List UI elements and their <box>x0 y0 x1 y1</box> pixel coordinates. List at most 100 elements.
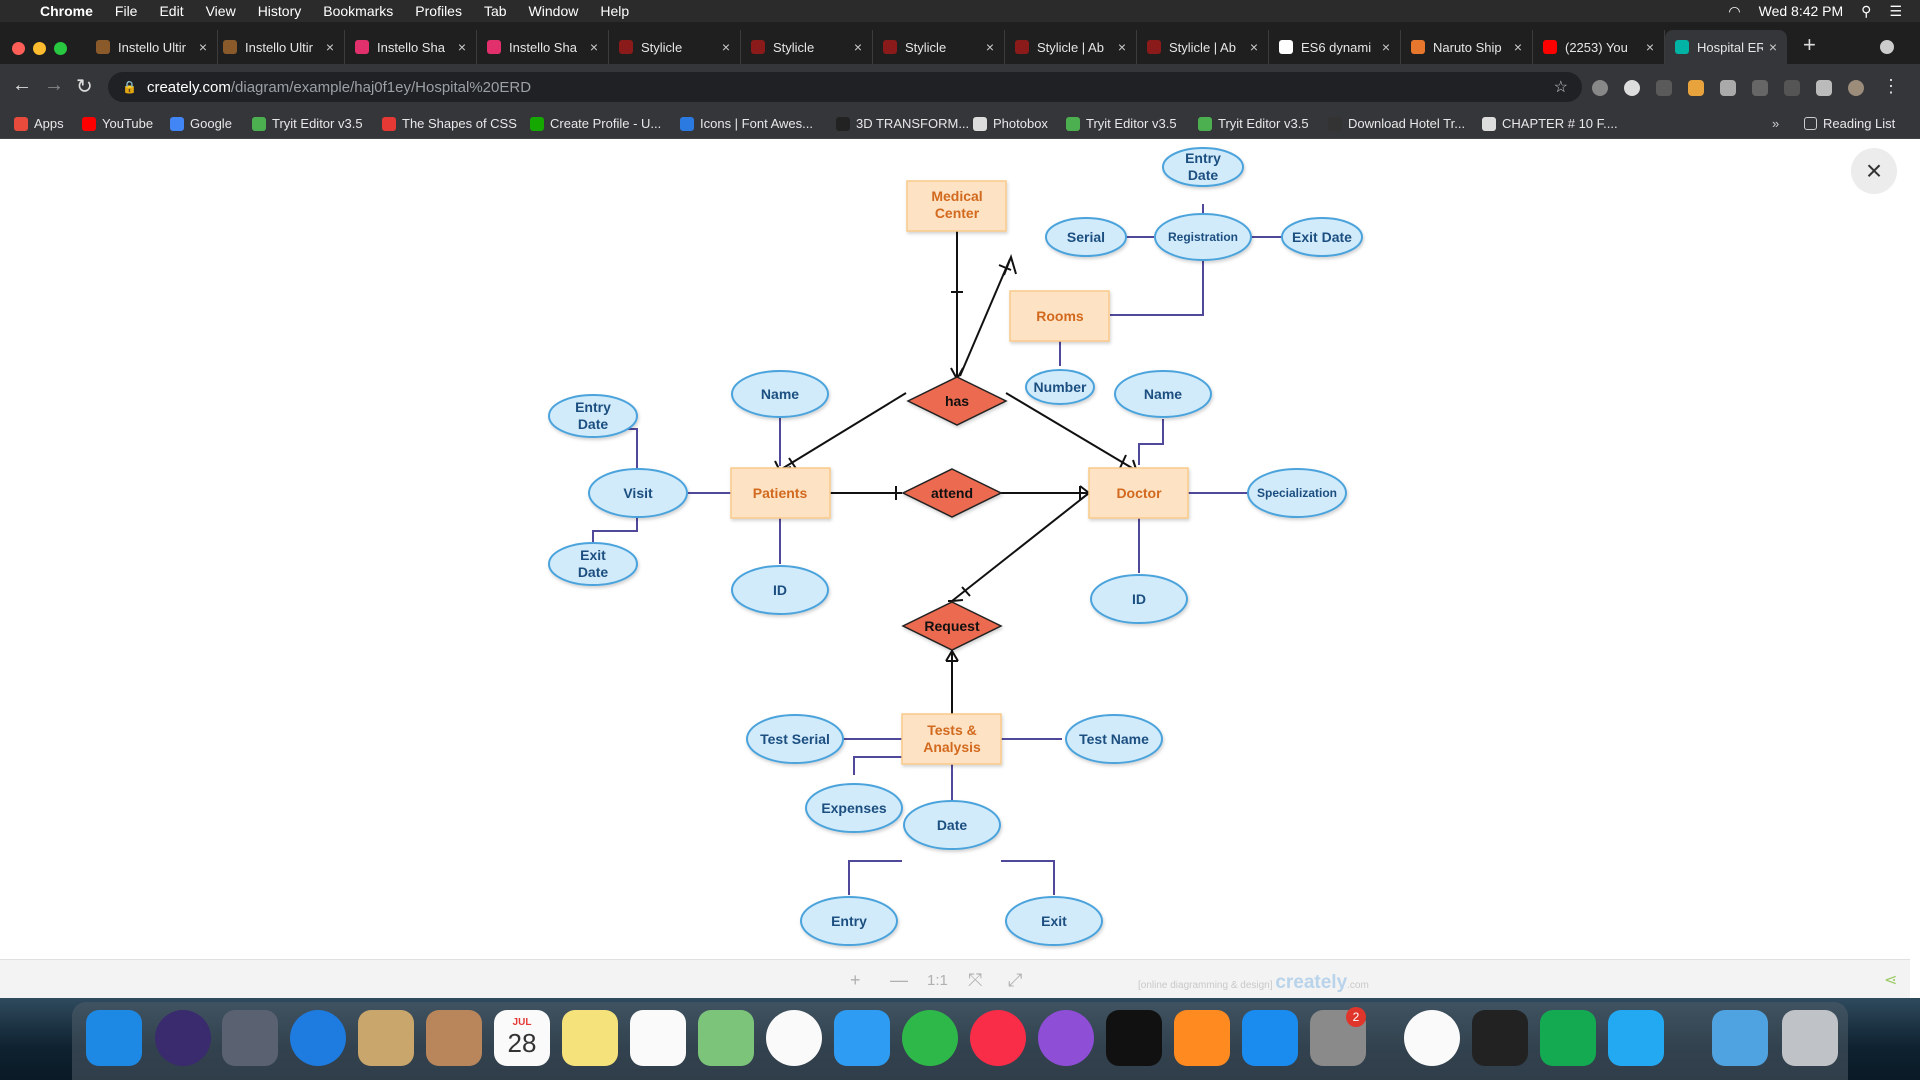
reading-list-button[interactable]: Reading List <box>1804 116 1895 131</box>
facetime-icon[interactable] <box>902 1010 958 1066</box>
browser-tab[interactable]: Hospital ER× <box>1665 30 1787 64</box>
browser-tab[interactable]: Stylicle | Ab× <box>1005 30 1137 64</box>
tab-close-icon[interactable]: × <box>985 39 994 55</box>
menu-chrome[interactable]: Chrome <box>40 3 93 19</box>
relationship-attend[interactable]: attend <box>901 468 1003 518</box>
menu-file[interactable]: File <box>114 3 138 19</box>
tab-close-icon[interactable]: × <box>1381 39 1390 55</box>
tab-close-icon[interactable]: × <box>853 39 862 55</box>
tab-close-icon[interactable]: × <box>1249 39 1258 55</box>
tab-close-icon[interactable]: × <box>589 39 598 55</box>
profile-avatar[interactable] <box>1848 80 1864 96</box>
browser-tab[interactable]: Stylicle× <box>609 30 741 64</box>
app-store-icon[interactable] <box>1242 1010 1298 1066</box>
puzzle-extensions-icon[interactable] <box>1816 80 1832 96</box>
bookmark-star-icon[interactable]: ☆ <box>1553 79 1568 96</box>
chrome-icon[interactable] <box>1404 1010 1460 1066</box>
minimize-window-button[interactable] <box>33 42 46 55</box>
entity-rooms[interactable]: Rooms <box>1009 290 1110 342</box>
menu-tab[interactable]: Tab <box>483 3 507 19</box>
bookmark-item[interactable]: Tryit Editor v3.5 <box>1198 116 1309 131</box>
browser-tab[interactable]: Instello Sha× <box>477 30 609 64</box>
attr-test-serial[interactable]: Test Serial <box>746 714 844 764</box>
bookmark-item[interactable]: Create Profile - U... <box>530 116 661 131</box>
bookmark-item[interactable]: Tryit Editor v3.5 <box>1066 116 1177 131</box>
menu-profiles[interactable]: Profiles <box>415 3 462 19</box>
extension-icon[interactable] <box>1592 80 1608 96</box>
trash-icon[interactable] <box>1782 1010 1838 1066</box>
attr-patient-id[interactable]: ID <box>731 565 829 615</box>
siri-icon[interactable] <box>155 1010 211 1066</box>
attr-serial[interactable]: Serial <box>1045 217 1127 257</box>
zoom-window-button[interactable] <box>54 42 67 55</box>
mongodb-compass-icon[interactable] <box>1540 1010 1596 1066</box>
extension-icon[interactable] <box>1784 80 1800 96</box>
attr-expenses[interactable]: Expenses <box>805 783 903 833</box>
messages-icon[interactable] <box>834 1010 890 1066</box>
relationship-request[interactable]: Request <box>901 601 1003 651</box>
menu-view[interactable]: View <box>205 3 236 19</box>
browser-tab[interactable]: Instello Ultir× <box>86 30 218 64</box>
menu-bookmarks[interactable]: Bookmarks <box>323 3 394 19</box>
bookmark-item[interactable]: Google <box>170 116 232 131</box>
music-icon[interactable] <box>970 1010 1026 1066</box>
attr-exit[interactable]: Exit <box>1005 896 1103 946</box>
safari-icon[interactable] <box>290 1010 346 1066</box>
attr-visit[interactable]: Visit <box>588 468 688 518</box>
downloads-folder-icon[interactable] <box>1712 1010 1768 1066</box>
bookmark-item[interactable]: YouTube <box>82 116 153 131</box>
tab-close-icon[interactable]: × <box>325 39 334 55</box>
tab-close-icon[interactable]: × <box>721 39 730 55</box>
share-icon[interactable]: ⋖ <box>1884 972 1898 989</box>
kebab-menu-icon[interactable]: ⋮ <box>1882 76 1900 96</box>
browser-tab[interactable]: Naruto Ship× <box>1401 30 1533 64</box>
close-window-button[interactable] <box>12 42 25 55</box>
menu-help[interactable]: Help <box>600 3 630 19</box>
launchpad-icon[interactable] <box>222 1010 278 1066</box>
bookmark-item[interactable]: Photobox <box>973 116 1048 131</box>
tab-close-icon[interactable]: × <box>1645 39 1654 55</box>
finder-icon[interactable] <box>86 1010 142 1066</box>
new-tab-button[interactable]: + <box>1803 32 1816 57</box>
menu-window[interactable]: Window <box>528 3 579 19</box>
browser-tab[interactable]: (2253) You× <box>1533 30 1665 64</box>
bookmark-item[interactable]: CHAPTER # 10 F.... <box>1482 116 1618 131</box>
browser-tab[interactable]: ES6 dynami× <box>1269 30 1401 64</box>
browser-tab[interactable]: Stylicle | Ab× <box>1137 30 1269 64</box>
address-bar[interactable]: 🔒 creately.com /diagram/example/haj0f1ey… <box>108 72 1582 102</box>
camera-extension-icon[interactable] <box>1720 80 1736 96</box>
spotlight-search-icon[interactable]: ⚲ <box>1861 2 1872 19</box>
bookmark-item[interactable]: Apps <box>14 116 64 131</box>
attr-specialization[interactable]: Specialization <box>1247 468 1347 518</box>
actual-size-button[interactable]: 1:1 <box>927 972 948 989</box>
bookmarks-overflow-icon[interactable]: » <box>1772 116 1780 131</box>
photos-icon[interactable] <box>766 1010 822 1066</box>
bookmark-item[interactable]: The Shapes of CSS <box>382 116 517 131</box>
extension-icon[interactable] <box>1624 80 1640 96</box>
attr-test-name[interactable]: Test Name <box>1065 714 1163 764</box>
back-arrow-icon[interactable]: ← <box>12 74 32 96</box>
bookmark-item[interactable]: 3D TRANSFORM... <box>836 116 969 131</box>
vscode-icon[interactable] <box>1608 1010 1664 1066</box>
attr-entry[interactable]: Entry <box>800 896 898 946</box>
terminal-icon[interactable] <box>1472 1010 1528 1066</box>
reminders-icon[interactable] <box>630 1010 686 1066</box>
bookmark-item[interactable]: Icons | Font Awes... <box>680 116 813 131</box>
zoom-in-button[interactable]: + <box>850 970 861 990</box>
tab-close-icon[interactable]: × <box>1768 39 1777 55</box>
zoom-out-button[interactable]: — <box>890 970 908 990</box>
tab-search-icon[interactable] <box>1880 40 1894 54</box>
browser-tab[interactable]: Stylicle× <box>741 30 873 64</box>
control-center-icon[interactable]: ☰ <box>1889 2 1902 19</box>
wifi-icon[interactable]: ◠ <box>1728 2 1741 19</box>
close-viewer-button[interactable]: × <box>1851 148 1897 194</box>
maps-icon[interactable] <box>698 1010 754 1066</box>
bookmark-item[interactable]: Download Hotel Tr... <box>1328 116 1465 131</box>
extension-icon[interactable] <box>1656 80 1672 96</box>
